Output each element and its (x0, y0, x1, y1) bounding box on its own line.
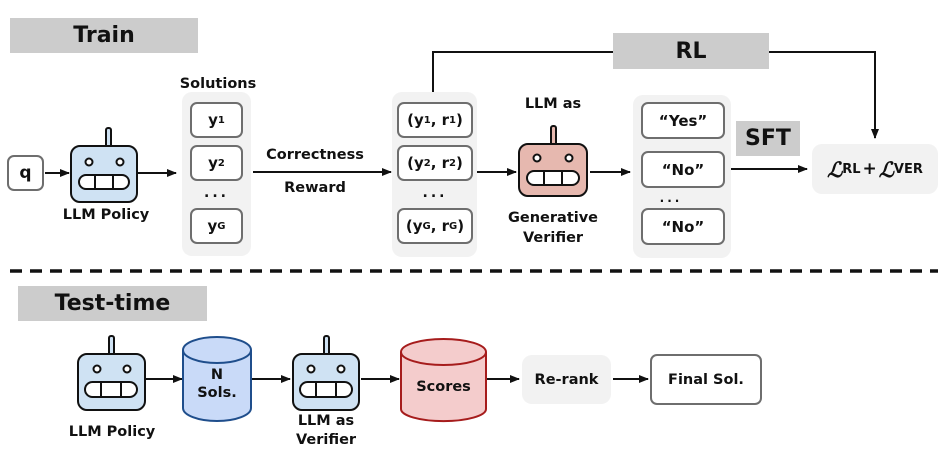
pair-y-sub: 1 (423, 114, 431, 126)
correctness-label: Correctness (266, 147, 364, 163)
scores-database-icon (400, 338, 487, 423)
verdict-item: “No” (641, 208, 725, 245)
n-solutions-line1: N (210, 367, 224, 383)
test-verifier-caption-line2: Verifier (295, 432, 357, 448)
test-policy-robot-icon (77, 335, 146, 411)
loss-subscript-rl: RL (842, 161, 861, 177)
n-solutions-label: N Sols. (183, 366, 251, 402)
loss-plus: + (862, 159, 877, 179)
test-verifier-robot-icon (292, 335, 360, 411)
query-box: q (7, 155, 44, 191)
policy-caption: LLM Policy (62, 207, 150, 223)
verifier-caption-verifier: Verifier (522, 230, 584, 246)
scores-label: Scores (416, 379, 471, 395)
solution-var: y (208, 154, 218, 172)
pair-y-sub: 2 (423, 157, 431, 169)
pair-y-sub: G (422, 220, 431, 232)
policy-robot-icon (70, 127, 138, 203)
n-solutions-line2: Sols. (197, 385, 237, 401)
final-solution-box: Final Sol. (650, 354, 762, 405)
pair-y: y (413, 111, 424, 129)
verifier-robot-icon (518, 125, 588, 197)
rerank-label: Re-rank (534, 371, 599, 388)
test-verifier-caption: LLM as Verifier (276, 412, 376, 450)
solution-subscript: 2 (217, 157, 225, 169)
solutions-ellipsis: ... (204, 185, 229, 201)
pair-y: y (413, 154, 424, 172)
loss-subscript-ver: VER (893, 161, 923, 177)
pair-r: r (441, 111, 450, 129)
rl-label: RL (613, 33, 769, 69)
test-verifier-caption-line1: LLM as (297, 413, 355, 429)
verifier-caption-top: LLM as (524, 96, 582, 112)
reward-label: Reward (284, 180, 346, 196)
test-policy-caption: LLM Policy (68, 424, 156, 440)
train-section-label: Train (10, 18, 198, 53)
pair-y: y (412, 217, 423, 235)
pair-r-sub: 2 (449, 157, 457, 169)
solution-var: y (208, 111, 218, 129)
test-section-label: Test-time (18, 286, 207, 321)
pair-r: r (441, 217, 450, 235)
pairs-ellipsis: ... (422, 185, 448, 201)
solution-subscript: G (217, 220, 226, 232)
solutions-title: Solutions (179, 76, 257, 92)
pair-r: r (441, 154, 450, 172)
sft-label: SFT (736, 121, 800, 156)
rerank-box: Re-rank (522, 355, 611, 404)
pair-r-sub: G (449, 220, 458, 232)
solution-var: y (207, 217, 218, 235)
verifier-caption-generative: Generative (507, 210, 599, 226)
n-solutions-database-icon (182, 336, 252, 422)
pair-r-sub: 1 (449, 114, 457, 126)
verdict-item: “No” (641, 151, 725, 188)
solution-subscript: 1 (217, 114, 225, 126)
loss-symbol-rl: ℒ (827, 156, 843, 182)
verdict-item: “Yes” (641, 102, 725, 139)
verdicts-ellipsis: ... (659, 191, 683, 205)
loss-symbol-ver: ℒ (878, 156, 894, 182)
